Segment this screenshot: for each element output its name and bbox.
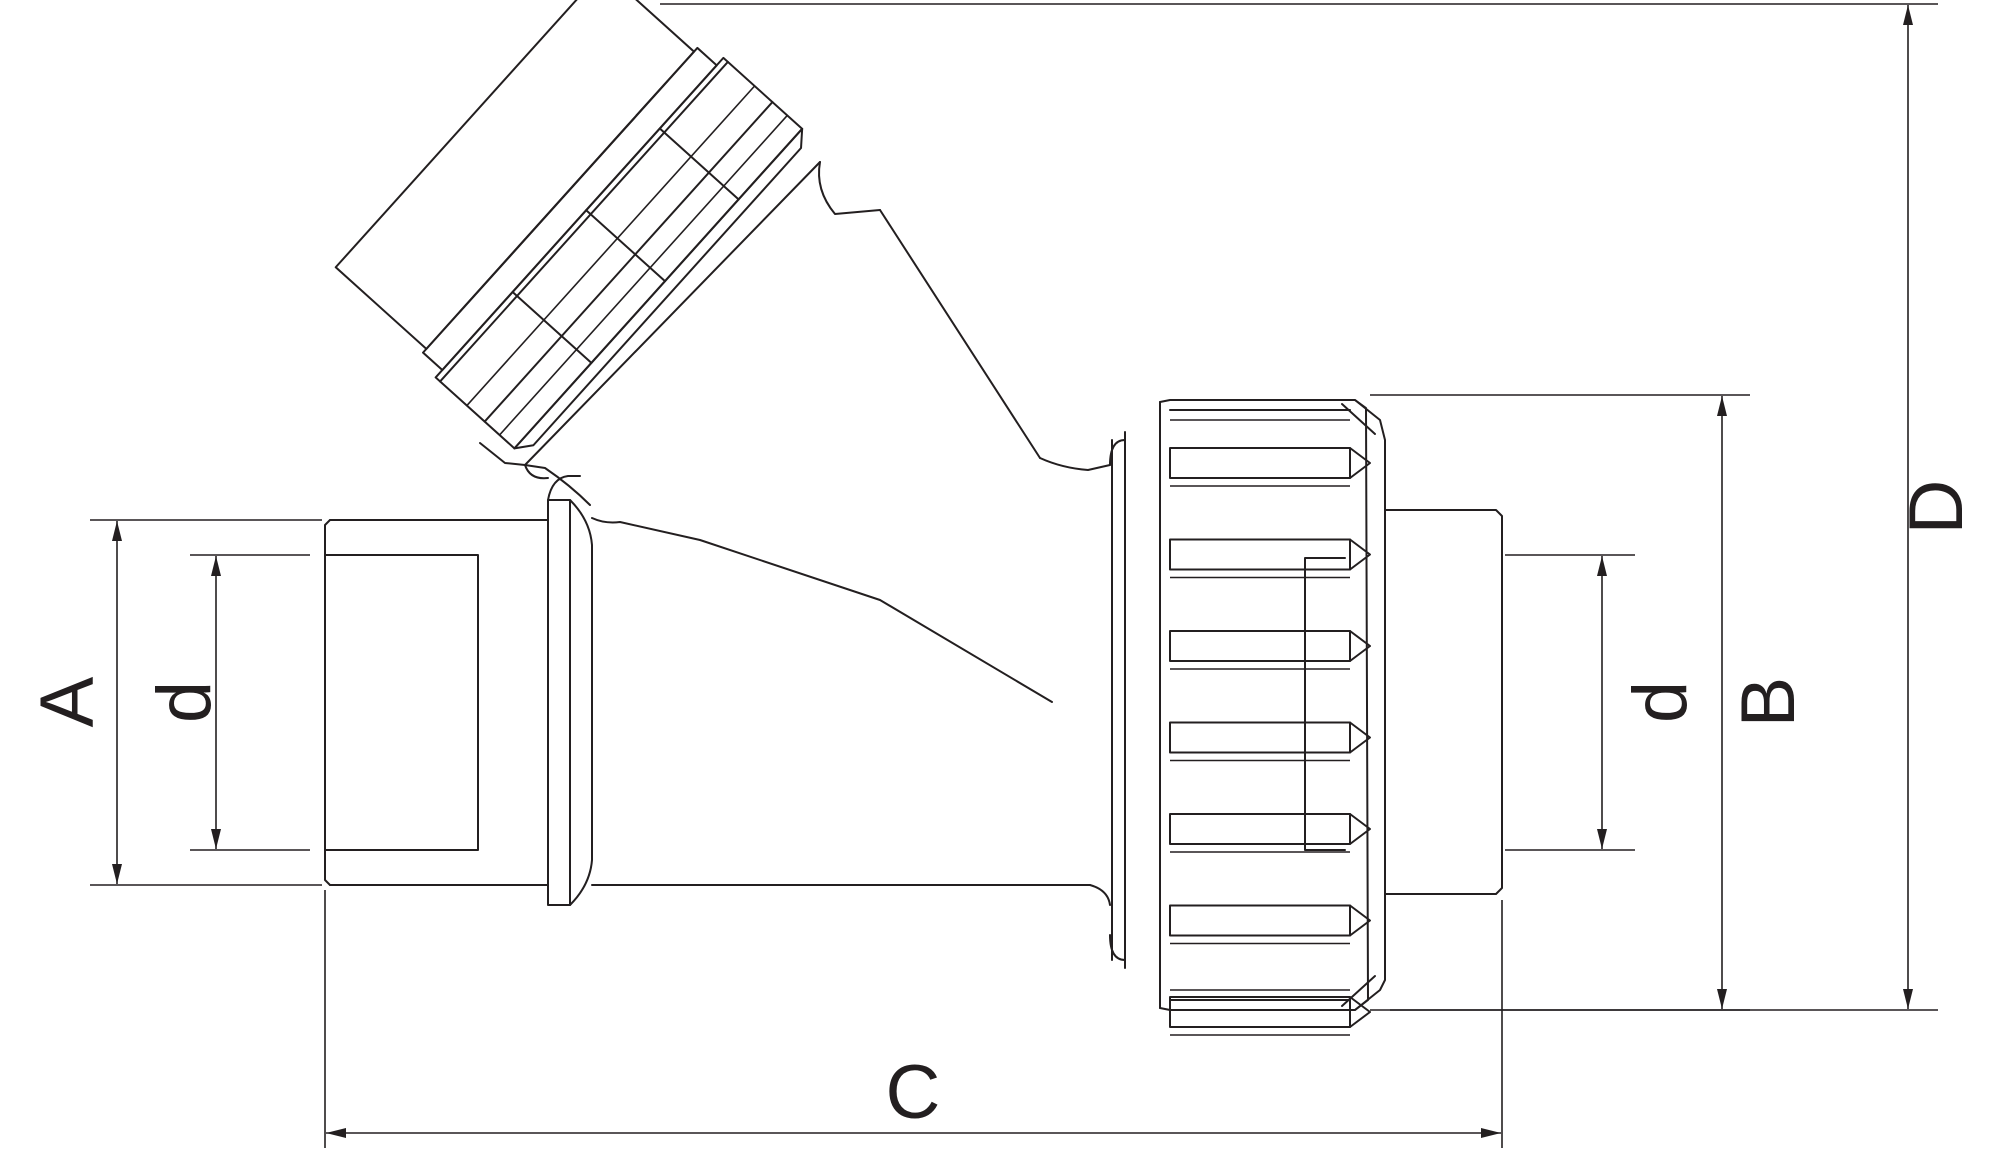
union-nut <box>1109 399 1386 1036</box>
label-b: B <box>1726 677 1811 728</box>
dimension-a: A <box>25 519 322 886</box>
label-d-right: d <box>1618 681 1703 723</box>
label-d-left: d <box>142 681 227 723</box>
union-nut-rib-chamfer <box>1349 630 1371 662</box>
union-nut-rib-chamfer <box>1349 447 1371 479</box>
union-nut-rib <box>1169 996 1351 1028</box>
strainer-cap <box>334 0 804 450</box>
union-nut-rib <box>1169 447 1351 479</box>
strainer-branch <box>479 161 1041 506</box>
union-nut-rib-chamfer <box>1349 721 1371 754</box>
label-a: A <box>25 676 110 727</box>
union-nut-rib-chamfer <box>1349 904 1371 937</box>
right-tail-piece <box>1304 509 1503 895</box>
label-c: C <box>886 1050 941 1135</box>
union-nut-ribs <box>1169 447 1371 1036</box>
union-nut-rib-chamfer <box>1349 813 1371 845</box>
union-nut-rib-chamfer <box>1349 996 1371 1028</box>
dimension-c: C <box>324 890 1503 1148</box>
left-flange-collar <box>547 475 593 906</box>
valve-body <box>591 457 1111 906</box>
label-d-overall: D <box>1894 480 1979 535</box>
dimension-d-right: d <box>1505 554 1703 851</box>
union-nut-rib <box>1169 630 1351 662</box>
left-socket-end <box>324 519 549 886</box>
union-nut-rib-chamfer <box>1349 538 1371 571</box>
union-nut-rib <box>1169 538 1351 571</box>
union-nut-rib <box>1169 721 1351 754</box>
dimension-d-overall: D <box>660 3 1979 1011</box>
dimension-d-left: d <box>142 554 310 851</box>
union-nut-rib <box>1169 904 1351 937</box>
union-nut-rib <box>1169 813 1351 845</box>
dimension-b: B <box>1370 394 1811 1011</box>
